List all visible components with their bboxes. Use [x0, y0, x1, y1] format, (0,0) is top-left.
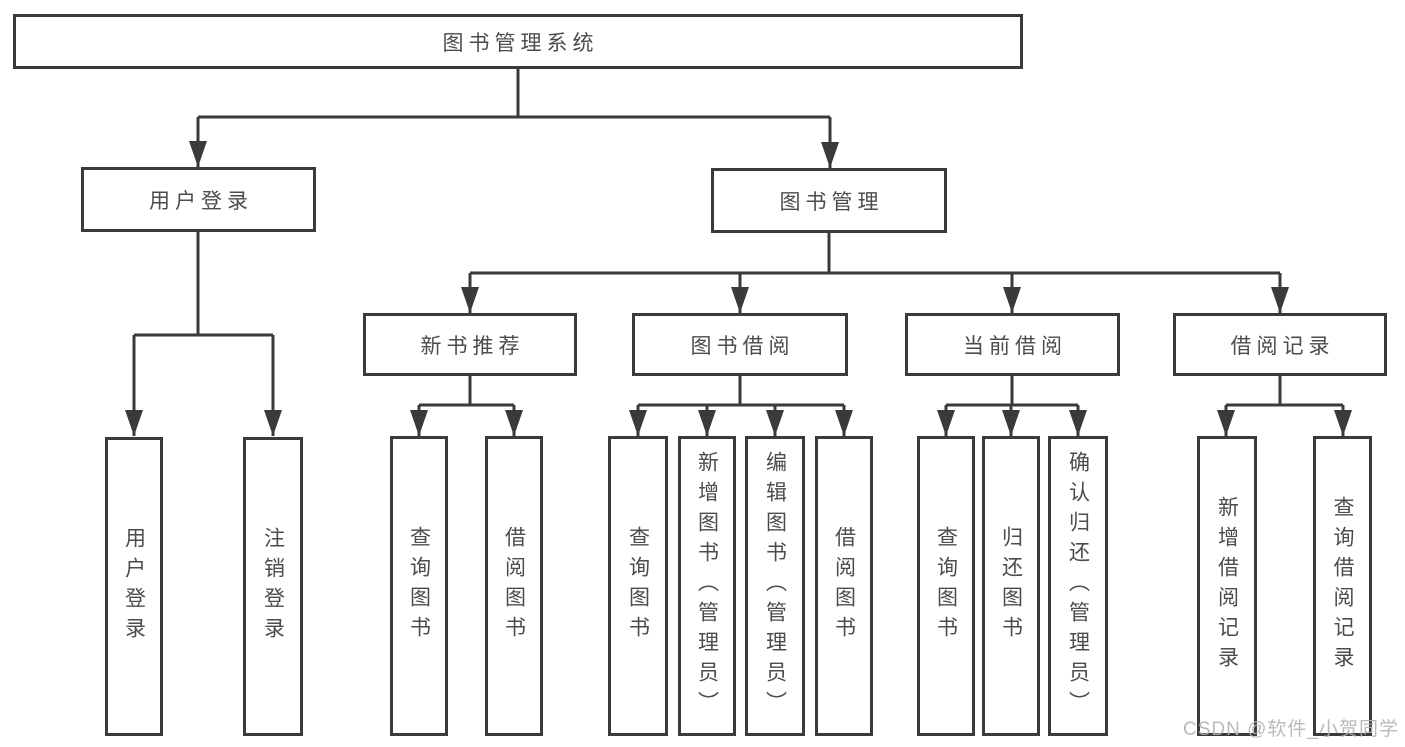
node-label: 查询图书 [934, 526, 958, 646]
node-label: 编辑图书（管理员） [763, 451, 787, 721]
node-user-login: 用户登录 [81, 167, 316, 232]
leaf-logout: 注销登录 [243, 437, 303, 736]
node-label: 查询图书 [626, 526, 650, 646]
node-borrow-records: 借阅记录 [1173, 313, 1387, 376]
node-label: 用户登录 [149, 189, 253, 213]
leaf-return-book: 归还图书 [982, 436, 1040, 736]
watermark: CSDN @软件_小贺同学 [1183, 719, 1399, 740]
node-book-management: 图书管理 [711, 168, 947, 233]
node-label: 借阅记录 [1230, 334, 1335, 358]
node-label: 借阅图书 [832, 526, 856, 646]
node-label: 查询图书 [407, 526, 431, 646]
node-label: 新增借阅记录 [1215, 496, 1239, 676]
node-label: 用户登录 [122, 526, 146, 647]
leaf-confirm-return-admin: 确认归还（管理员） [1048, 436, 1108, 736]
node-label: 图书管理系统 [442, 31, 599, 55]
node-library-management-system: 图书管理系统 [13, 14, 1023, 69]
leaf-borrow-books-1: 借阅图书 [485, 436, 543, 736]
node-label: 新增图书（管理员） [695, 451, 719, 721]
leaf-query-books-1: 查询图书 [390, 436, 448, 736]
node-label: 图书管理 [779, 190, 884, 214]
leaf-add-book-admin: 新增图书（管理员） [678, 436, 736, 736]
leaf-query-books-3: 查询图书 [917, 436, 975, 736]
node-label: 新书推荐 [420, 334, 525, 358]
node-label: 图书借阅 [690, 334, 795, 358]
leaf-edit-book-admin: 编辑图书（管理员） [745, 436, 805, 736]
node-label: 借阅图书 [502, 526, 526, 646]
node-label: 注销登录 [261, 526, 285, 647]
node-book-borrow: 图书借阅 [632, 313, 848, 376]
leaf-borrow-books-2: 借阅图书 [815, 436, 873, 736]
node-label: 当前借阅 [963, 334, 1067, 358]
node-new-book-recommend: 新书推荐 [363, 313, 577, 376]
node-label: 确认归还（管理员） [1066, 451, 1090, 721]
connector-trunks [134, 69, 1343, 407]
leaf-user-login: 用户登录 [105, 437, 163, 736]
leaf-query-books-2: 查询图书 [608, 436, 668, 736]
leaf-add-borrow-record: 新增借阅记录 [1197, 436, 1257, 736]
leaf-query-borrow-record: 查询借阅记录 [1313, 436, 1372, 736]
node-label: 查询借阅记录 [1331, 496, 1354, 676]
node-label: 归还图书 [999, 526, 1023, 646]
node-current-borrow: 当前借阅 [905, 313, 1120, 376]
